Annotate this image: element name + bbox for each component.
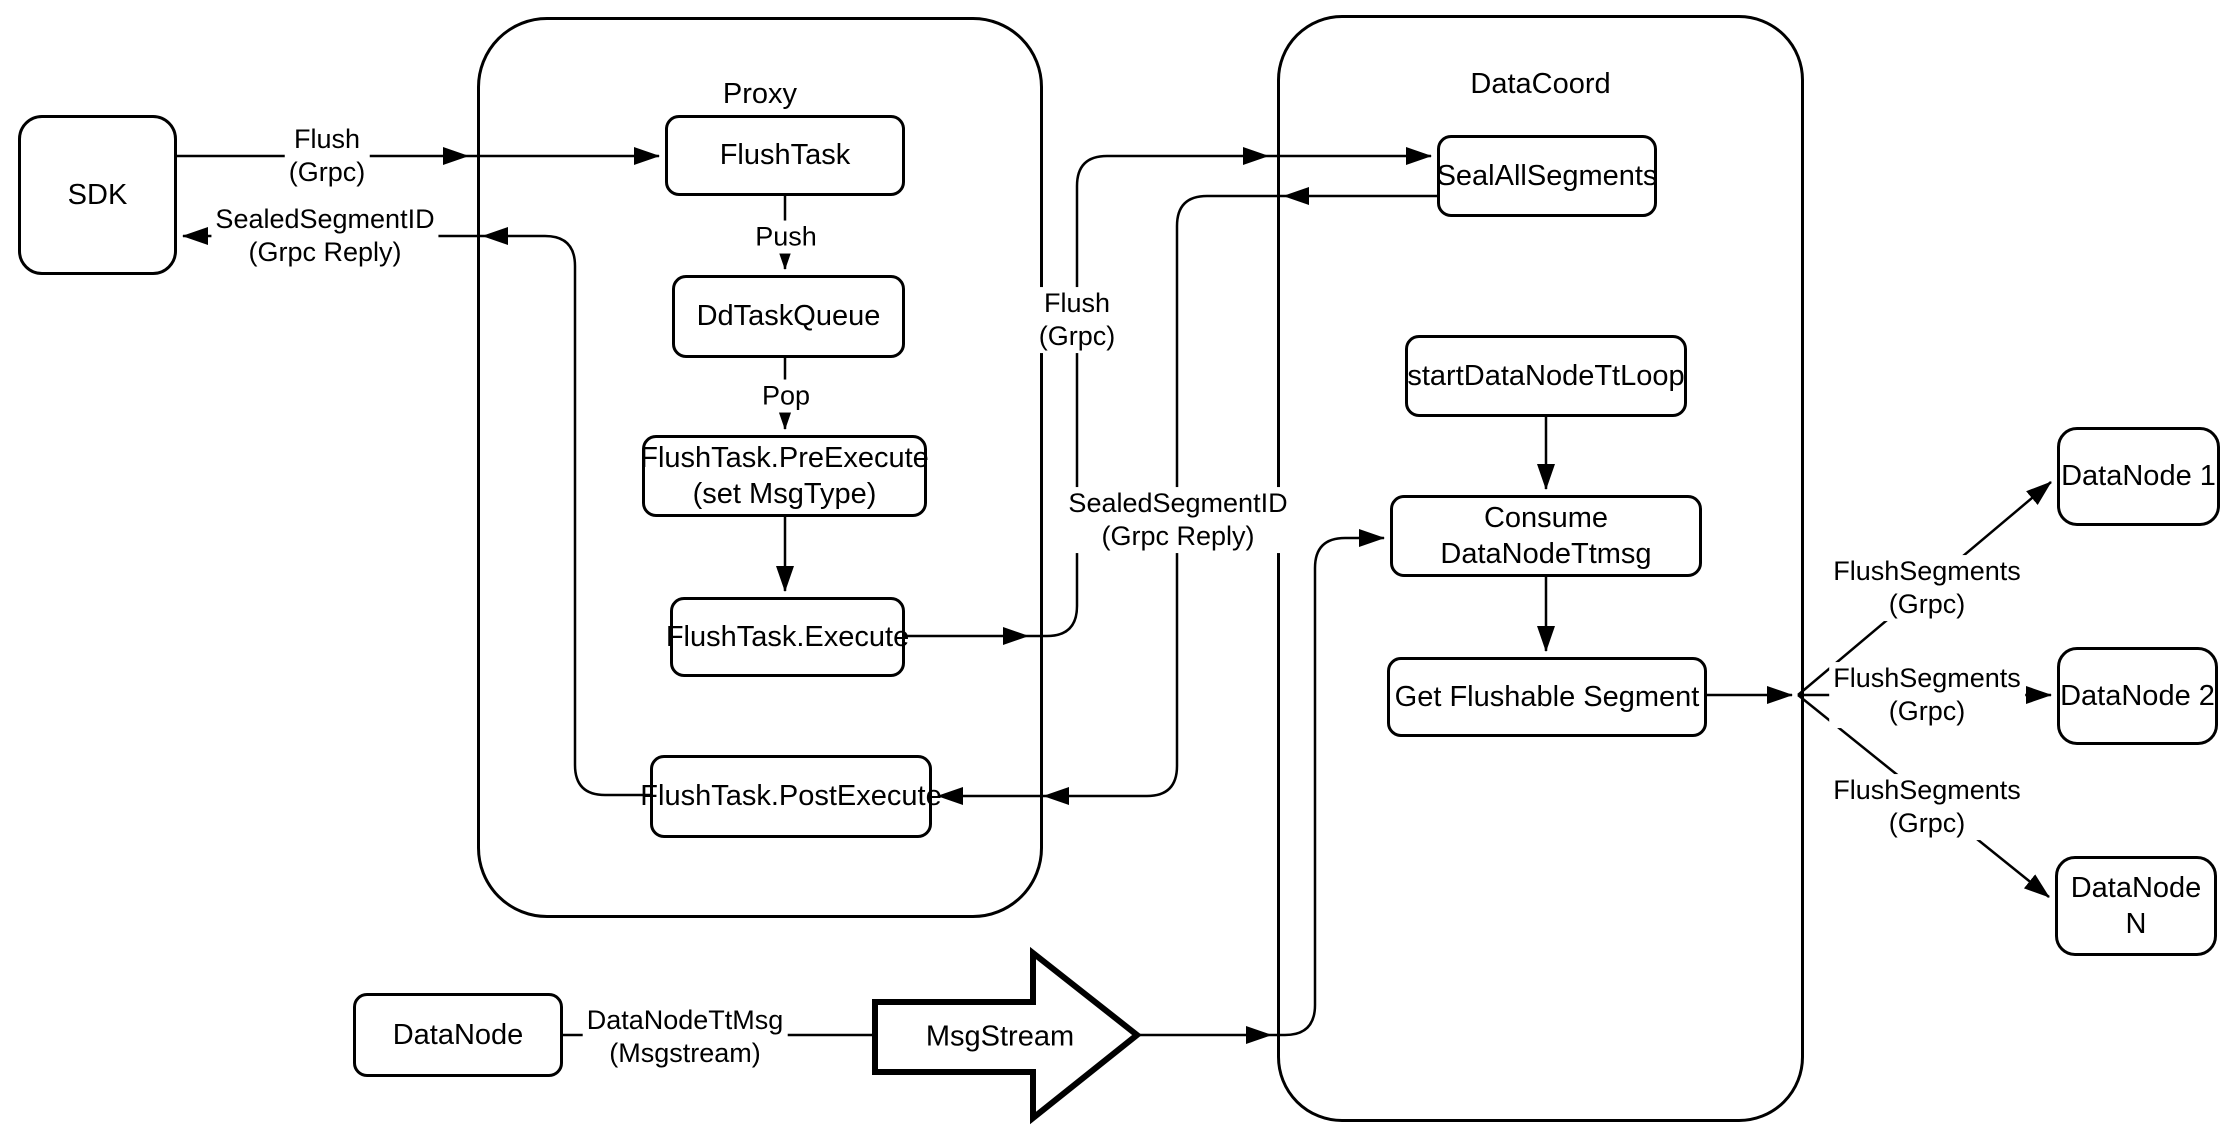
- node-pre-execute-line2: (set MsgType): [692, 478, 877, 510]
- node-sdk-label: SDK: [67, 178, 128, 211]
- node-dd-task-queue-label: DdTaskQueue: [696, 300, 881, 333]
- edge-label-data-node-tt-msg: DataNodeTtMsg (Msgstream): [582, 1004, 788, 1070]
- node-data-node-n: DataNode N: [2055, 856, 2217, 956]
- node-flush-task-execute: FlushTask.Execute: [666, 597, 909, 677]
- node-execute-label: FlushTask.Execute: [665, 620, 910, 653]
- edge-label-line: (Grpc): [288, 157, 366, 187]
- proxy-container: Proxy: [477, 17, 1043, 918]
- node-get-flushable-segment: Get Flushable Segment: [1387, 657, 1707, 737]
- edge-label-line: (Grpc Reply): [248, 237, 402, 267]
- edge-label-line: (Grpc): [1038, 321, 1116, 351]
- edge-label-line: Pop: [761, 380, 811, 411]
- node-data-node-1: DataNode 1: [2057, 427, 2220, 526]
- node-flush-task-post-execute: FlushTask.PostExecute: [640, 755, 942, 838]
- edge-label-line: DataNodeTtMsg: [586, 1005, 784, 1036]
- node-flush-task-pre-execute: FlushTask.PreExecute (set MsgType): [640, 435, 929, 517]
- node-seal-all-segments-label: SealAllSegments: [1436, 159, 1658, 192]
- edge-label-push: Push: [751, 220, 821, 254]
- node-get-flushable-label: Get Flushable Segment: [1394, 680, 1700, 713]
- edge-postexec-to-sdk-1: [482, 227, 650, 797]
- node-data-node-source-label: DataNode: [392, 1018, 524, 1051]
- node-consume-label: Consume DataNodeTtmsg: [1440, 501, 1652, 570]
- msgstream-block-arrow: [872, 946, 1142, 1125]
- node-data-node-2: DataNode 2: [2057, 647, 2218, 745]
- node-data-node-n-label: DataNode N: [2070, 871, 2202, 940]
- node-data-node-source: DataNode: [353, 993, 563, 1077]
- node-start-data-node-tt-loop: startDataNodeTtLoop: [1405, 335, 1687, 417]
- datacoord-container: DataCoord: [1277, 15, 1804, 1122]
- node-seal-all-segments: SealAllSegments: [1437, 135, 1657, 217]
- msgstream-label: MsgStream: [925, 1020, 1075, 1053]
- node-sdk: SDK: [18, 115, 177, 275]
- node-pre-execute-line1: FlushTask.PreExecute: [640, 441, 929, 474]
- edge-label-flush-segments-2: FlushSegments (Grpc): [1829, 662, 2025, 728]
- node-data-node-2-label: DataNode 2: [2060, 679, 2215, 712]
- edge-label-line: (Grpc Reply): [1101, 521, 1255, 551]
- edge-label-line: FlushSegments: [1833, 663, 2021, 694]
- node-flush-task: FlushTask: [665, 115, 905, 196]
- node-data-node-1-label: DataNode 1: [2061, 460, 2216, 493]
- node-start-loop-label: startDataNodeTtLoop: [1407, 359, 1685, 392]
- node-dd-task-queue: DdTaskQueue: [672, 275, 905, 358]
- edge-label-line: (Msgstream): [609, 1038, 761, 1068]
- edge-label-line: Flush: [293, 124, 361, 155]
- node-flush-task-label: FlushTask: [719, 139, 851, 172]
- edge-label-line: FlushSegments: [1833, 775, 2021, 806]
- edge-label-line: Push: [755, 221, 817, 252]
- edge-label-line: (Grpc): [1888, 589, 1966, 619]
- edge-label-line: FlushSegments: [1833, 556, 2021, 587]
- datacoord-title: DataCoord: [1470, 68, 1611, 100]
- edge-label-flush-grpc-sdk: Flush (Grpc): [284, 123, 370, 189]
- edge-label-sealed-segment-id-datacoord: SealedSegmentID (Grpc Reply): [1064, 487, 1292, 553]
- edge-flush-up: [1028, 147, 1269, 638]
- edge-label-flush-grpc-datacoord: Flush (Grpc): [1034, 287, 1120, 353]
- edge-label-pop: Pop: [757, 379, 815, 413]
- edge-label-flush-segments-1: FlushSegments (Grpc): [1829, 555, 2025, 621]
- edge-label-line: SealedSegmentID: [215, 204, 435, 235]
- edge-label-line: (Grpc): [1888, 696, 1966, 726]
- edge-label-sealed-segment-id-sdk: SealedSegmentID (Grpc Reply): [211, 203, 439, 269]
- edge-msgstream-in-2: [1271, 529, 1385, 1037]
- node-post-execute-label: FlushTask.PostExecute: [640, 780, 942, 813]
- proxy-title: Proxy: [722, 78, 798, 110]
- edge-label-flush-segments-3: FlushSegments (Grpc): [1829, 774, 2025, 840]
- edge-label-line: Flush: [1043, 288, 1111, 319]
- edge-label-line: SealedSegmentID: [1068, 488, 1288, 519]
- edge-label-line: (Grpc): [1888, 808, 1966, 838]
- node-consume-data-node-ttmsg: Consume DataNodeTtmsg: [1390, 495, 1702, 577]
